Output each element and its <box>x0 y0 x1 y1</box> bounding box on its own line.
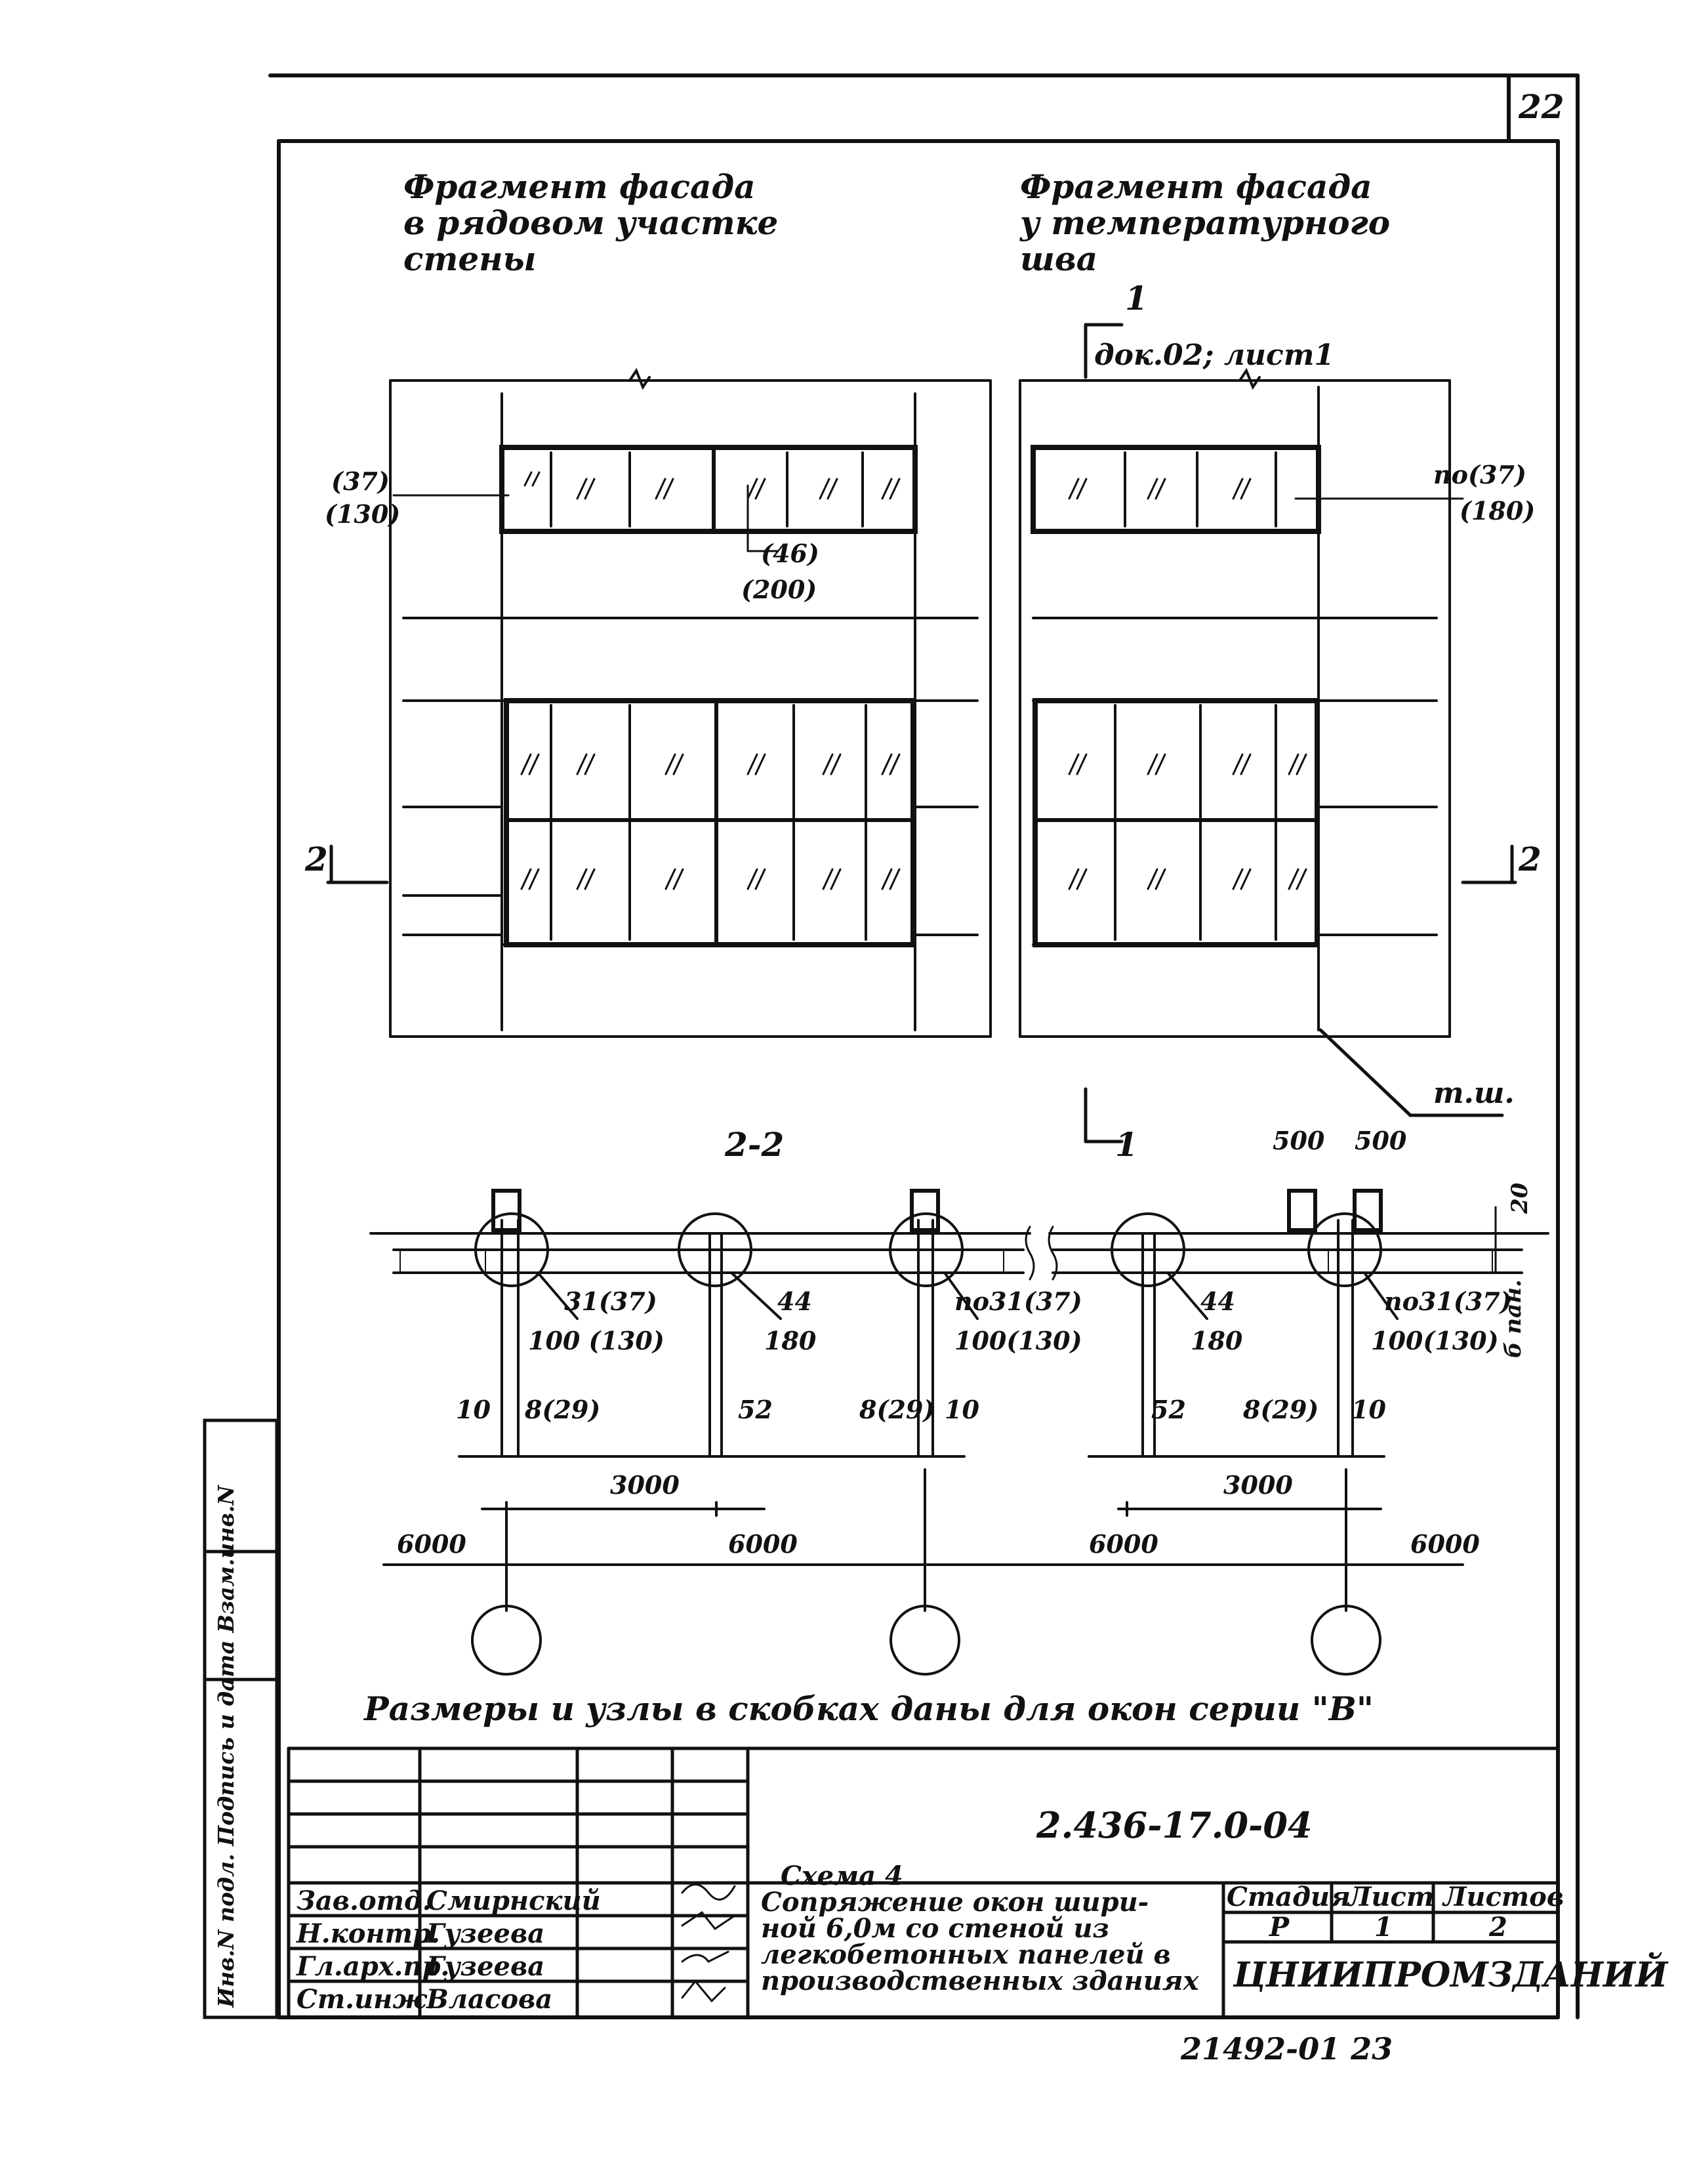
dim-20: 20 <box>1507 1182 1533 1214</box>
page-number: 22 <box>1519 87 1564 126</box>
section-1-ref: док.02; лист1 <box>1094 339 1334 372</box>
footer-code: 21492-01 23 <box>1181 2031 1393 2067</box>
dim-6000-3: 6000 <box>1089 1529 1158 1559</box>
side-stamp-frame <box>203 1418 279 2019</box>
right-facade <box>1019 367 1451 1038</box>
side-stamp: Инв.N подл. Подпись и дата Взам.инв.N <box>213 1485 239 2008</box>
section-2-mark-left: 2 <box>305 840 328 878</box>
section-2-mark-right: 2 <box>1519 840 1542 878</box>
section-title: 2-2 <box>725 1125 785 1164</box>
facade-leaders <box>392 484 1464 552</box>
dim-3000-left: 3000 <box>610 1470 680 1500</box>
temperature-joint-label: т.ш. <box>1433 1077 1515 1110</box>
dim-6000-1: 6000 <box>397 1529 466 1559</box>
series-note: Размеры и узлы в скобках даны для окон с… <box>364 1689 1374 1728</box>
dim-500-a: 500 <box>1273 1126 1325 1155</box>
section-1-mark-top: 1 <box>1125 279 1148 318</box>
section-2-2-plan <box>369 1189 1549 1676</box>
title-block <box>287 1746 1560 2019</box>
section-1-mark-bottom: 1 <box>1115 1125 1138 1164</box>
sheet-frame <box>268 73 1580 2019</box>
dim-6000-4: 6000 <box>1410 1529 1480 1559</box>
section-2-markers <box>326 844 1517 884</box>
dim-6000-2: 6000 <box>728 1529 798 1559</box>
doc-code: 2.436-17.0-04 <box>1036 1804 1313 1846</box>
organization: ЦНИИПРОМЗДАНИЙ <box>1233 1955 1668 1995</box>
dim-3000-right: 3000 <box>1223 1470 1293 1500</box>
section-1-markers <box>1084 323 1504 1144</box>
left-facade <box>389 367 992 1038</box>
dim-500-b: 500 <box>1355 1126 1407 1155</box>
